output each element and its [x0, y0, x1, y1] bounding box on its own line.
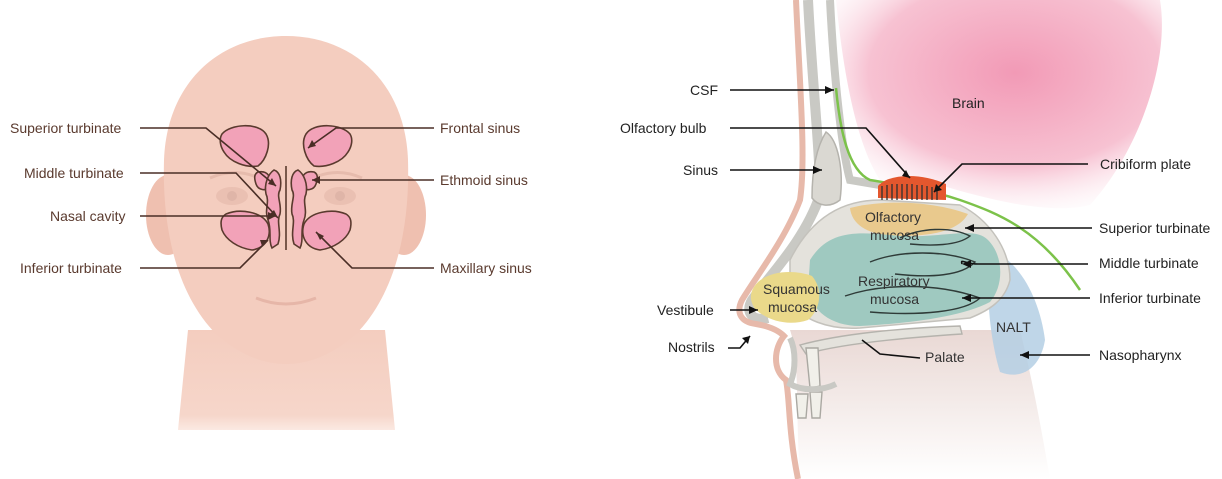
label-olfactory-mucosa-1: Olfactory	[865, 209, 921, 225]
label-csf: CSF	[690, 82, 718, 98]
label-superior-turbinate-side: Superior turbinate	[1099, 220, 1211, 236]
label-respiratory-mucosa-2: mucosa	[870, 291, 919, 307]
label-nasal-cavity: Nasal cavity	[50, 208, 125, 224]
label-nostrils: Nostrils	[668, 339, 715, 355]
label-vestibule: Vestibule	[657, 302, 714, 318]
face-front-view	[146, 36, 426, 430]
brain-region	[836, 0, 1162, 208]
label-superior-turbinate-front: Superior turbinate	[10, 120, 122, 136]
label-brain: Brain	[952, 95, 985, 111]
label-maxillary-sinus: Maxillary sinus	[440, 260, 532, 276]
label-squamous-mucosa-2: mucosa	[768, 299, 817, 315]
label-middle-turbinate-front: Middle turbinate	[24, 165, 124, 181]
label-respiratory-mucosa-1: Respiratory	[858, 273, 930, 289]
label-sinus: Sinus	[683, 162, 718, 178]
label-squamous-mucosa-1: Squamous	[763, 281, 830, 297]
label-olfactory-mucosa-2: mucosa	[870, 227, 919, 243]
label-middle-turbinate-side: Middle turbinate	[1099, 255, 1199, 271]
label-cribriform-plate: Cribiform plate	[1100, 156, 1191, 172]
label-inferior-turbinate-front: Inferior turbinate	[20, 260, 122, 276]
label-ethmoid-sinus: Ethmoid sinus	[440, 172, 528, 188]
label-palate: Palate	[925, 349, 965, 365]
sagittal-side-view	[739, 0, 1162, 479]
label-frontal-sinus: Frontal sinus	[440, 120, 520, 136]
label-olfactory-bulb: Olfactory bulb	[620, 120, 707, 136]
label-nalt: NALT	[996, 319, 1031, 335]
label-nasopharynx: Nasopharynx	[1099, 347, 1182, 363]
label-inferior-turbinate-side: Inferior turbinate	[1099, 290, 1201, 306]
